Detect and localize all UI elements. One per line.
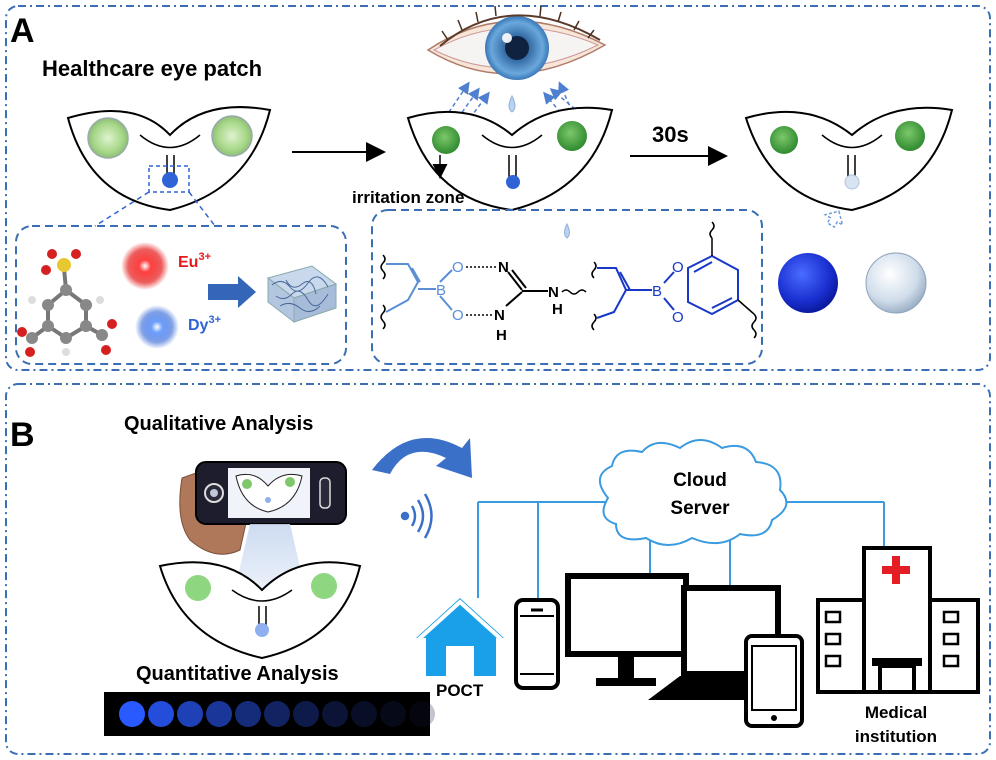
- sensor-green-dark-right: [557, 121, 587, 151]
- eye-patch-initial: [66, 106, 272, 212]
- bead-9: [351, 701, 377, 727]
- wireless-icon: [400, 493, 433, 539]
- inset-materials: [15, 225, 347, 365]
- bead-pale: [865, 252, 927, 314]
- sensor-green-left: [87, 117, 129, 159]
- nitrogen-top: N: [498, 259, 509, 276]
- bead-blue: [778, 253, 838, 313]
- bead-5: [235, 701, 261, 727]
- cloud-label-line2: Server: [670, 498, 730, 519]
- gel-network: [266, 265, 338, 324]
- irritation-zone-label: irritation zone: [352, 188, 464, 207]
- desktop-monitor-icon: [565, 573, 689, 686]
- nitrogen-right: N: [548, 284, 559, 301]
- dy-glow: [135, 305, 179, 349]
- smartphone-scanner: [179, 461, 347, 555]
- network-lines: [477, 501, 885, 600]
- sensor-green-dark-left: [432, 126, 460, 154]
- home-icon: [416, 598, 504, 676]
- bead-11: [409, 701, 435, 727]
- cloud-label-line1: Cloud: [673, 470, 727, 491]
- bead-gradient-row: [119, 701, 435, 727]
- pupil: [505, 36, 529, 60]
- oxygen-top: O: [452, 259, 464, 276]
- eu-label: Eu3+: [178, 251, 211, 271]
- bead-8: [322, 701, 348, 727]
- tear-drop: [508, 94, 516, 113]
- hydrogen-right: H: [552, 301, 563, 318]
- hydrogen-bottom: H: [496, 327, 507, 344]
- block-arrow-assembly: [208, 276, 256, 308]
- medical-label-line1: Medical: [865, 703, 927, 722]
- panel-b-frame: [5, 383, 991, 755]
- bead-1: [119, 701, 145, 727]
- nitrogen-bottom: N: [494, 307, 505, 324]
- bead-10: [380, 701, 406, 727]
- tablet-icon: [744, 634, 804, 728]
- hollow-down-arrow: [823, 210, 844, 229]
- eye-patch-after: [744, 106, 954, 212]
- eye-patch-exposed: [406, 106, 614, 212]
- cloud-server-icon: [599, 439, 788, 546]
- hospital-cross-icon: [882, 556, 910, 584]
- bead-4: [206, 701, 232, 727]
- eye-illustration: [426, 5, 607, 80]
- eu-glow: [121, 242, 169, 290]
- boron-left: B: [436, 282, 446, 299]
- sensor-blue: [162, 172, 178, 188]
- oxygen-bottom: O: [452, 307, 464, 324]
- panel-a-frame: [5, 5, 991, 371]
- panel-b-letter: B: [10, 416, 35, 454]
- quantitative-label: Quantitative Analysis: [136, 663, 339, 685]
- panel-a-title: Healthcare eye patch: [42, 56, 262, 81]
- chemical-structure: B O O N N H N H B O O: [380, 221, 757, 344]
- qualitative-label: Qualitative Analysis: [124, 413, 313, 435]
- bead-2: [148, 701, 174, 727]
- bead-6: [264, 701, 290, 727]
- bead-7: [293, 701, 319, 727]
- panel-a-letter: A: [10, 12, 35, 50]
- dy-label: Dy3+: [188, 314, 221, 334]
- oxygen-ring-top: O: [672, 259, 684, 276]
- bead-3: [177, 701, 203, 727]
- oxygen-ring-bottom: O: [672, 309, 684, 326]
- phone-icon: [514, 598, 560, 690]
- inset-chemistry: [371, 209, 763, 365]
- sensor-green-right: [211, 115, 253, 157]
- eye-patch-scanned: [158, 561, 362, 660]
- boron-right: B: [652, 283, 662, 300]
- curved-arrow-upload: [372, 437, 472, 478]
- time-label: 30s: [652, 122, 689, 147]
- medical-label-line2: institution: [855, 727, 937, 746]
- poct-label: POCT: [436, 681, 484, 700]
